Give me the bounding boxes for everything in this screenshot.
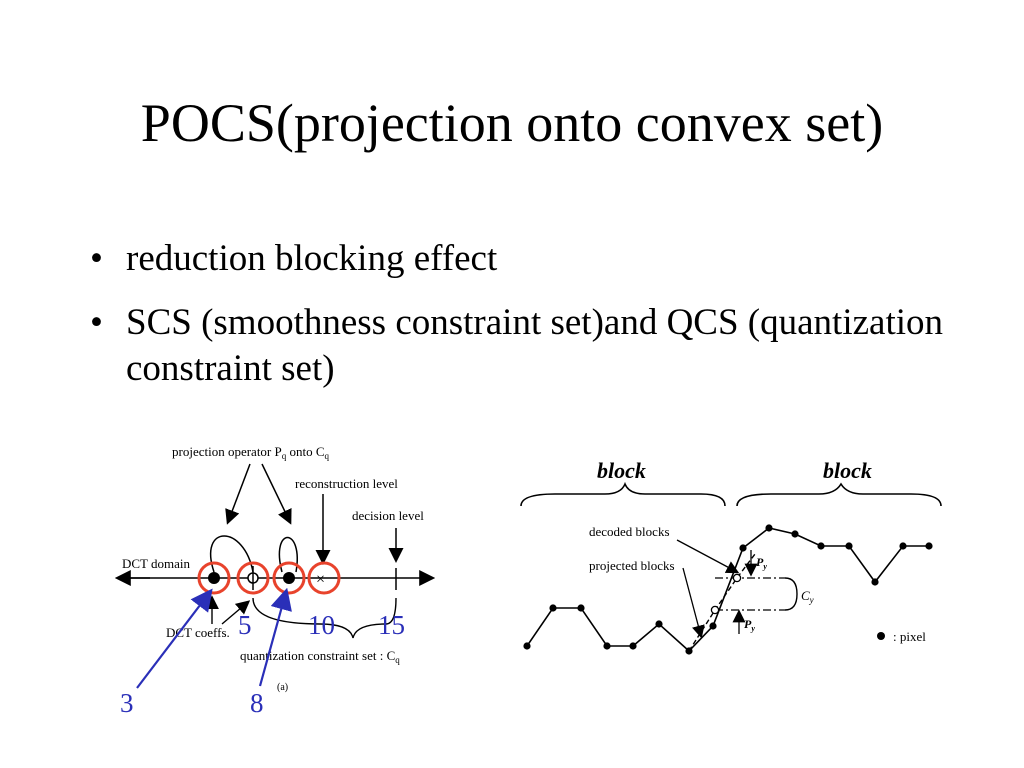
cy-label: Cy (801, 588, 814, 605)
projection-arrow-left (225, 463, 251, 525)
pixel (791, 530, 799, 538)
number-3: 3 (120, 688, 134, 718)
bullet-text: reduction blocking effect (126, 238, 498, 279)
projection-arrow-right (261, 463, 292, 525)
pixel (629, 642, 637, 650)
pixel (739, 544, 747, 552)
projected-pointer (682, 567, 705, 639)
pixel (817, 542, 825, 550)
brace-left (520, 481, 726, 507)
number-15: 15 (378, 610, 405, 640)
block-boundary-diagram: block block decoded blocks projected blo… (520, 458, 942, 655)
dct-coeff-arrow-2 (221, 600, 251, 625)
highlight-circle-1 (197, 561, 231, 595)
pixel (765, 524, 773, 532)
pixel-legend-dot (877, 632, 885, 640)
block-label-left: block (597, 458, 646, 483)
bullet-list: • reduction blocking effect • SCS (smoot… (90, 236, 990, 410)
qcs-brace (252, 597, 397, 639)
projected-points (710, 573, 742, 615)
number-10: 10 (308, 610, 335, 640)
pixel (655, 620, 663, 628)
bullet-dot: • (90, 238, 103, 279)
block-label-right: block (823, 458, 872, 483)
highlight-circle-4 (307, 561, 341, 595)
bullet-dot: • (90, 302, 103, 343)
reconstruction-x-mark: × (316, 571, 325, 588)
highlight-circle-2 (236, 561, 270, 595)
cy-brace (784, 577, 798, 611)
coefficient-point-3 (283, 572, 295, 584)
bullet-item: • reduction blocking effect (90, 236, 990, 282)
decision-level-label: decision level (352, 508, 424, 523)
pixel (845, 542, 853, 550)
projected-blocks-label: projected blocks (589, 558, 675, 573)
qcs-label: quantization constraint set : Cq (240, 648, 400, 665)
pixel-legend-label: : pixel (893, 629, 926, 644)
brace-right (736, 482, 942, 507)
projected-pixel (710, 605, 720, 615)
figure-caption: (a) (277, 682, 288, 693)
pixel (549, 604, 557, 612)
pixel (577, 604, 585, 612)
number-8: 8 (250, 688, 264, 718)
projection-operator-label: projection operator Pq onto Cq (172, 444, 330, 461)
pointer-arrow-3 (136, 588, 213, 689)
reconstruction-level-label: reconstruction level (295, 476, 398, 491)
decoded-pointer (676, 539, 740, 574)
number-5: 5 (238, 610, 252, 640)
projection-loop-left (209, 535, 254, 573)
pixel-points (523, 524, 933, 655)
pixel (871, 578, 879, 586)
pixel (523, 642, 531, 650)
projection-loop-right (278, 536, 298, 573)
dct-domain-label: DCT domain (122, 556, 191, 571)
pixel (899, 542, 907, 550)
projected-segment (688, 553, 756, 652)
coefficient-point-1 (208, 572, 220, 584)
pointer-arrow-8 (258, 587, 292, 687)
pixel (709, 622, 717, 630)
pixel (925, 542, 933, 550)
slide-title: POCS(projection onto convex set) (140, 93, 884, 153)
quantization-diagram: projection operator Pq onto Cq reconstru… (114, 444, 436, 718)
bullet-item: • SCS (smoothness constraint set)and QCS… (90, 300, 990, 392)
bullet-text: SCS (smoothness constraint set)and QCS (… (126, 302, 944, 389)
pixel (603, 642, 611, 650)
py-label-bottom: Py (744, 617, 755, 633)
pixel-curve (526, 527, 929, 653)
projected-pixel (732, 573, 742, 583)
pixel (685, 647, 693, 655)
py-label-top: Py (756, 555, 767, 571)
decoded-blocks-label: decoded blocks (589, 524, 670, 539)
